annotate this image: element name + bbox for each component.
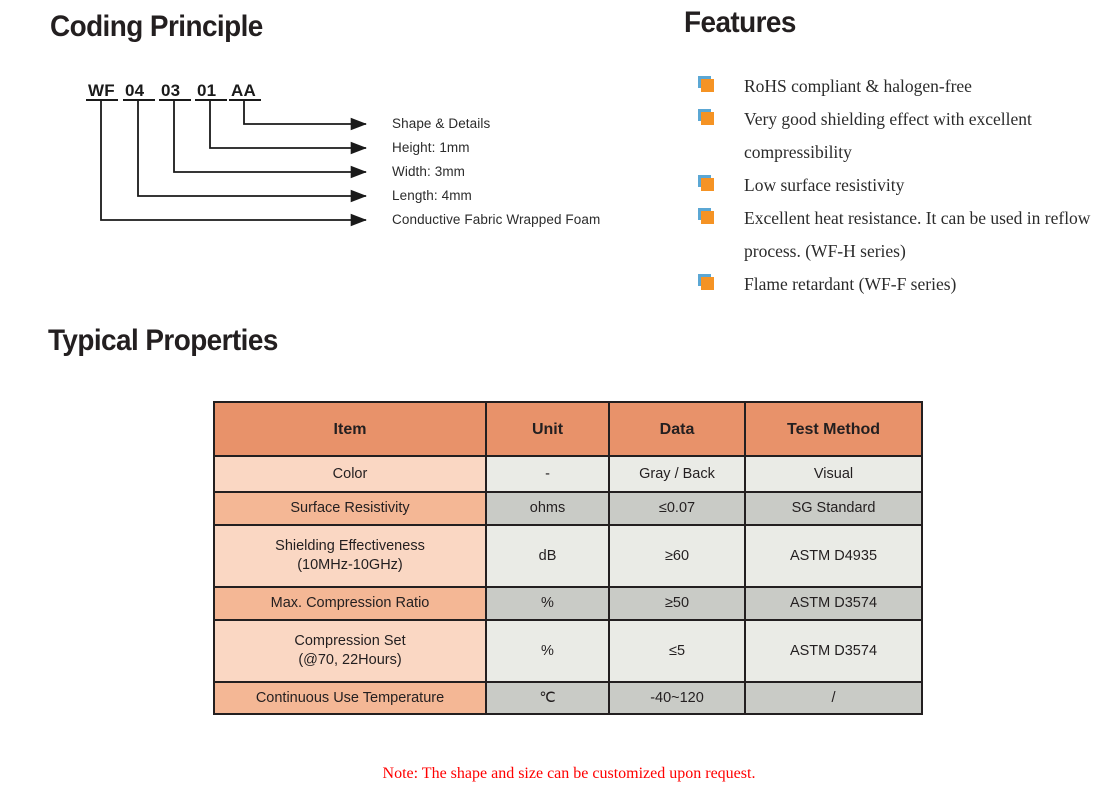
code-segment-2: 03	[161, 81, 181, 100]
cell-item: Continuous Use Temperature	[213, 681, 487, 715]
cell-unit: ohms	[485, 491, 610, 526]
cell-item: Surface Resistivity	[213, 491, 487, 526]
code-segment-3: 01	[197, 81, 217, 100]
cell-data: ≤0.07	[608, 491, 746, 526]
cell-data: ≤5	[608, 619, 746, 683]
feature-item: Flame retardant (WF-F series)	[698, 268, 1098, 301]
bullet-square-icon	[698, 208, 716, 225]
leader-line-1	[209, 100, 367, 155]
cell-unit: %	[485, 619, 610, 683]
cell-test-method: Visual	[744, 455, 923, 493]
cell-item: Shielding Effectiveness(10MHz-10GHz)	[213, 524, 487, 588]
cell-test-method: ASTM D4935	[744, 524, 923, 588]
table-row: Shielding Effectiveness(10MHz-10GHz)dB≥6…	[213, 524, 923, 588]
feature-text: RoHS compliant & halogen-free	[744, 76, 972, 96]
cell-test-method: /	[744, 681, 923, 715]
column-header-data: Data	[608, 401, 746, 457]
page-title-coding-principle: Coding Principle	[50, 10, 263, 43]
page-title-typical-properties: Typical Properties	[48, 324, 278, 357]
cell-test-method: SG Standard	[744, 491, 923, 526]
cell-data: ≥60	[608, 524, 746, 588]
feature-item: Very good shielding effect with excellen…	[698, 103, 1098, 169]
leader-label-3: Length: 4mm	[392, 188, 472, 203]
cell-item: Max. Compression Ratio	[213, 586, 487, 621]
leader-line-0	[243, 100, 367, 131]
cell-data: ≥50	[608, 586, 746, 621]
column-header-test-method: Test Method	[744, 401, 923, 457]
code-segment-4: AA	[231, 81, 256, 100]
cell-unit: dB	[485, 524, 610, 588]
cell-test-method: ASTM D3574	[744, 586, 923, 621]
leader-label-2: Width: 3mm	[392, 164, 466, 179]
leader-label-1: Height: 1mm	[392, 140, 470, 155]
code-segment-0: WF	[88, 81, 115, 100]
column-header-item: Item	[213, 401, 487, 457]
feature-text: Low surface resistivity	[744, 175, 905, 195]
leader-line-2	[173, 100, 367, 179]
cell-item: Color	[213, 455, 487, 493]
cell-item: Compression Set(@70, 22Hours)	[213, 619, 487, 683]
leader-line-3	[137, 100, 367, 203]
bullet-square-icon	[698, 274, 716, 291]
leader-paths	[100, 100, 367, 227]
bullet-square-icon	[698, 76, 716, 93]
table-header-row: Item Unit Data Test Method	[213, 401, 923, 457]
cell-unit: -	[485, 455, 610, 493]
cell-data: -40~120	[608, 681, 746, 715]
typical-properties-table: Item Unit Data Test Method Color-Gray / …	[213, 401, 923, 715]
cell-test-method: ASTM D3574	[744, 619, 923, 683]
leader-label-4: Conductive Fabric Wrapped Foam	[392, 212, 601, 227]
leader-label-0: Shape & Details	[392, 116, 491, 131]
feature-item: Excellent heat resistance. It can be use…	[698, 202, 1098, 268]
cell-unit: %	[485, 586, 610, 621]
leader-lines-svg	[86, 99, 367, 227]
code-segment-1: 04	[125, 81, 145, 100]
table-note: Note: The shape and size can be customiz…	[382, 765, 756, 782]
bullet-square-icon	[698, 175, 716, 192]
table-row: Continuous Use Temperature℃-40~120/	[213, 681, 923, 715]
cell-unit: ℃	[485, 681, 610, 715]
column-header-unit: Unit	[485, 401, 610, 457]
cell-data: Gray / Back	[608, 455, 746, 493]
feature-text: Very good shielding effect with excellen…	[744, 109, 1032, 162]
leader-line-4	[100, 100, 367, 227]
page-title-features: Features	[684, 6, 796, 39]
bullet-square-icon	[698, 109, 716, 126]
feature-text: Flame retardant (WF-F series)	[744, 274, 957, 294]
feature-item: Low surface resistivity	[698, 169, 1098, 202]
feature-item: RoHS compliant & halogen-free	[698, 70, 1098, 103]
feature-text: Excellent heat resistance. It can be use…	[744, 208, 1091, 261]
